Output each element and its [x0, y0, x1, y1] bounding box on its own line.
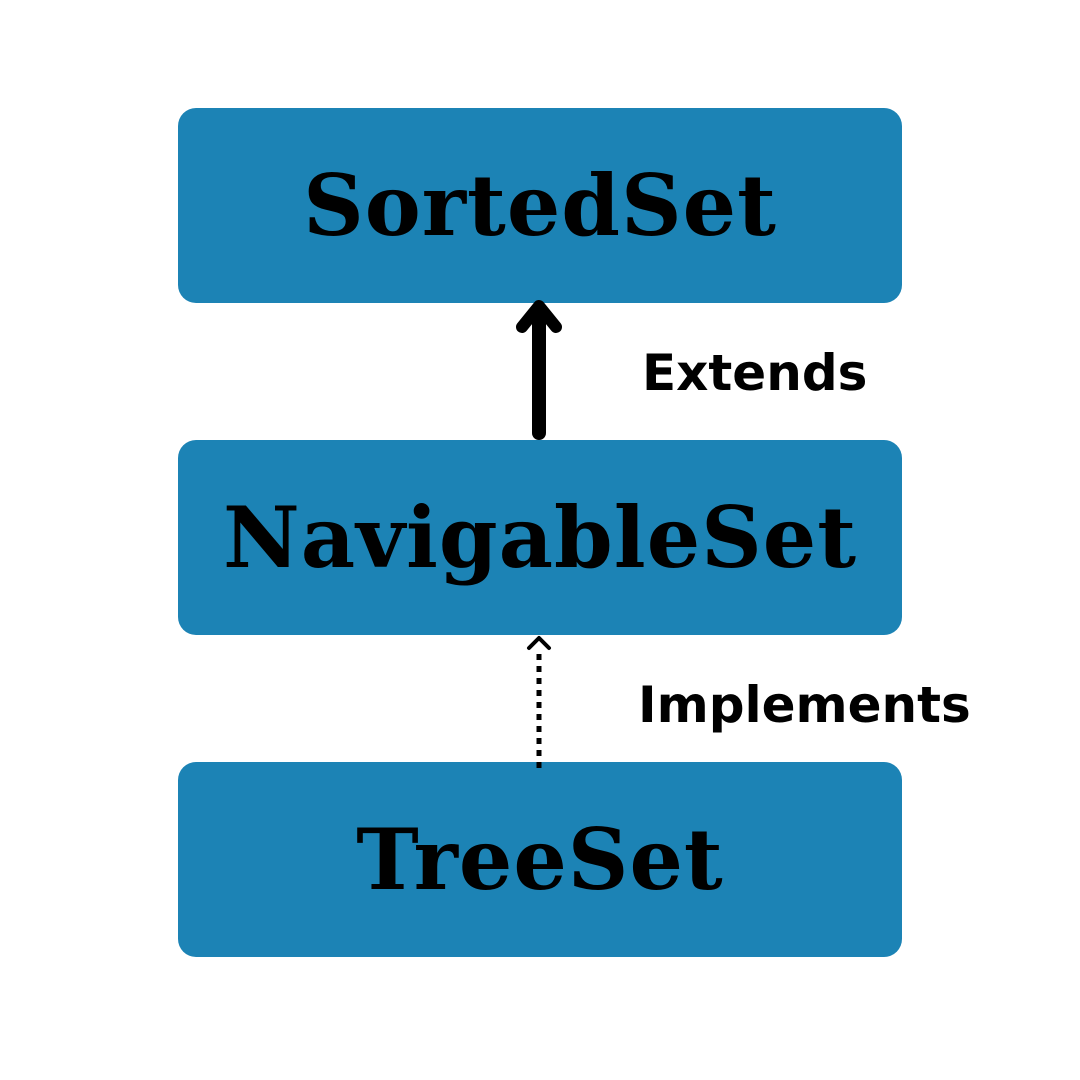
- node-navigableset: NavigableSet: [178, 440, 902, 635]
- extends-arrow: [516, 300, 562, 440]
- node-sortedset: SortedSet: [178, 108, 902, 303]
- node-treeset-label: TreeSet: [356, 809, 724, 909]
- implements-label: Implements: [638, 676, 971, 734]
- implements-arrow: [527, 636, 551, 768]
- node-treeset: TreeSet: [178, 762, 902, 957]
- node-navigableset-label: NavigableSet: [222, 487, 858, 587]
- node-sortedset-label: SortedSet: [303, 155, 777, 255]
- extends-label: Extends: [642, 344, 868, 402]
